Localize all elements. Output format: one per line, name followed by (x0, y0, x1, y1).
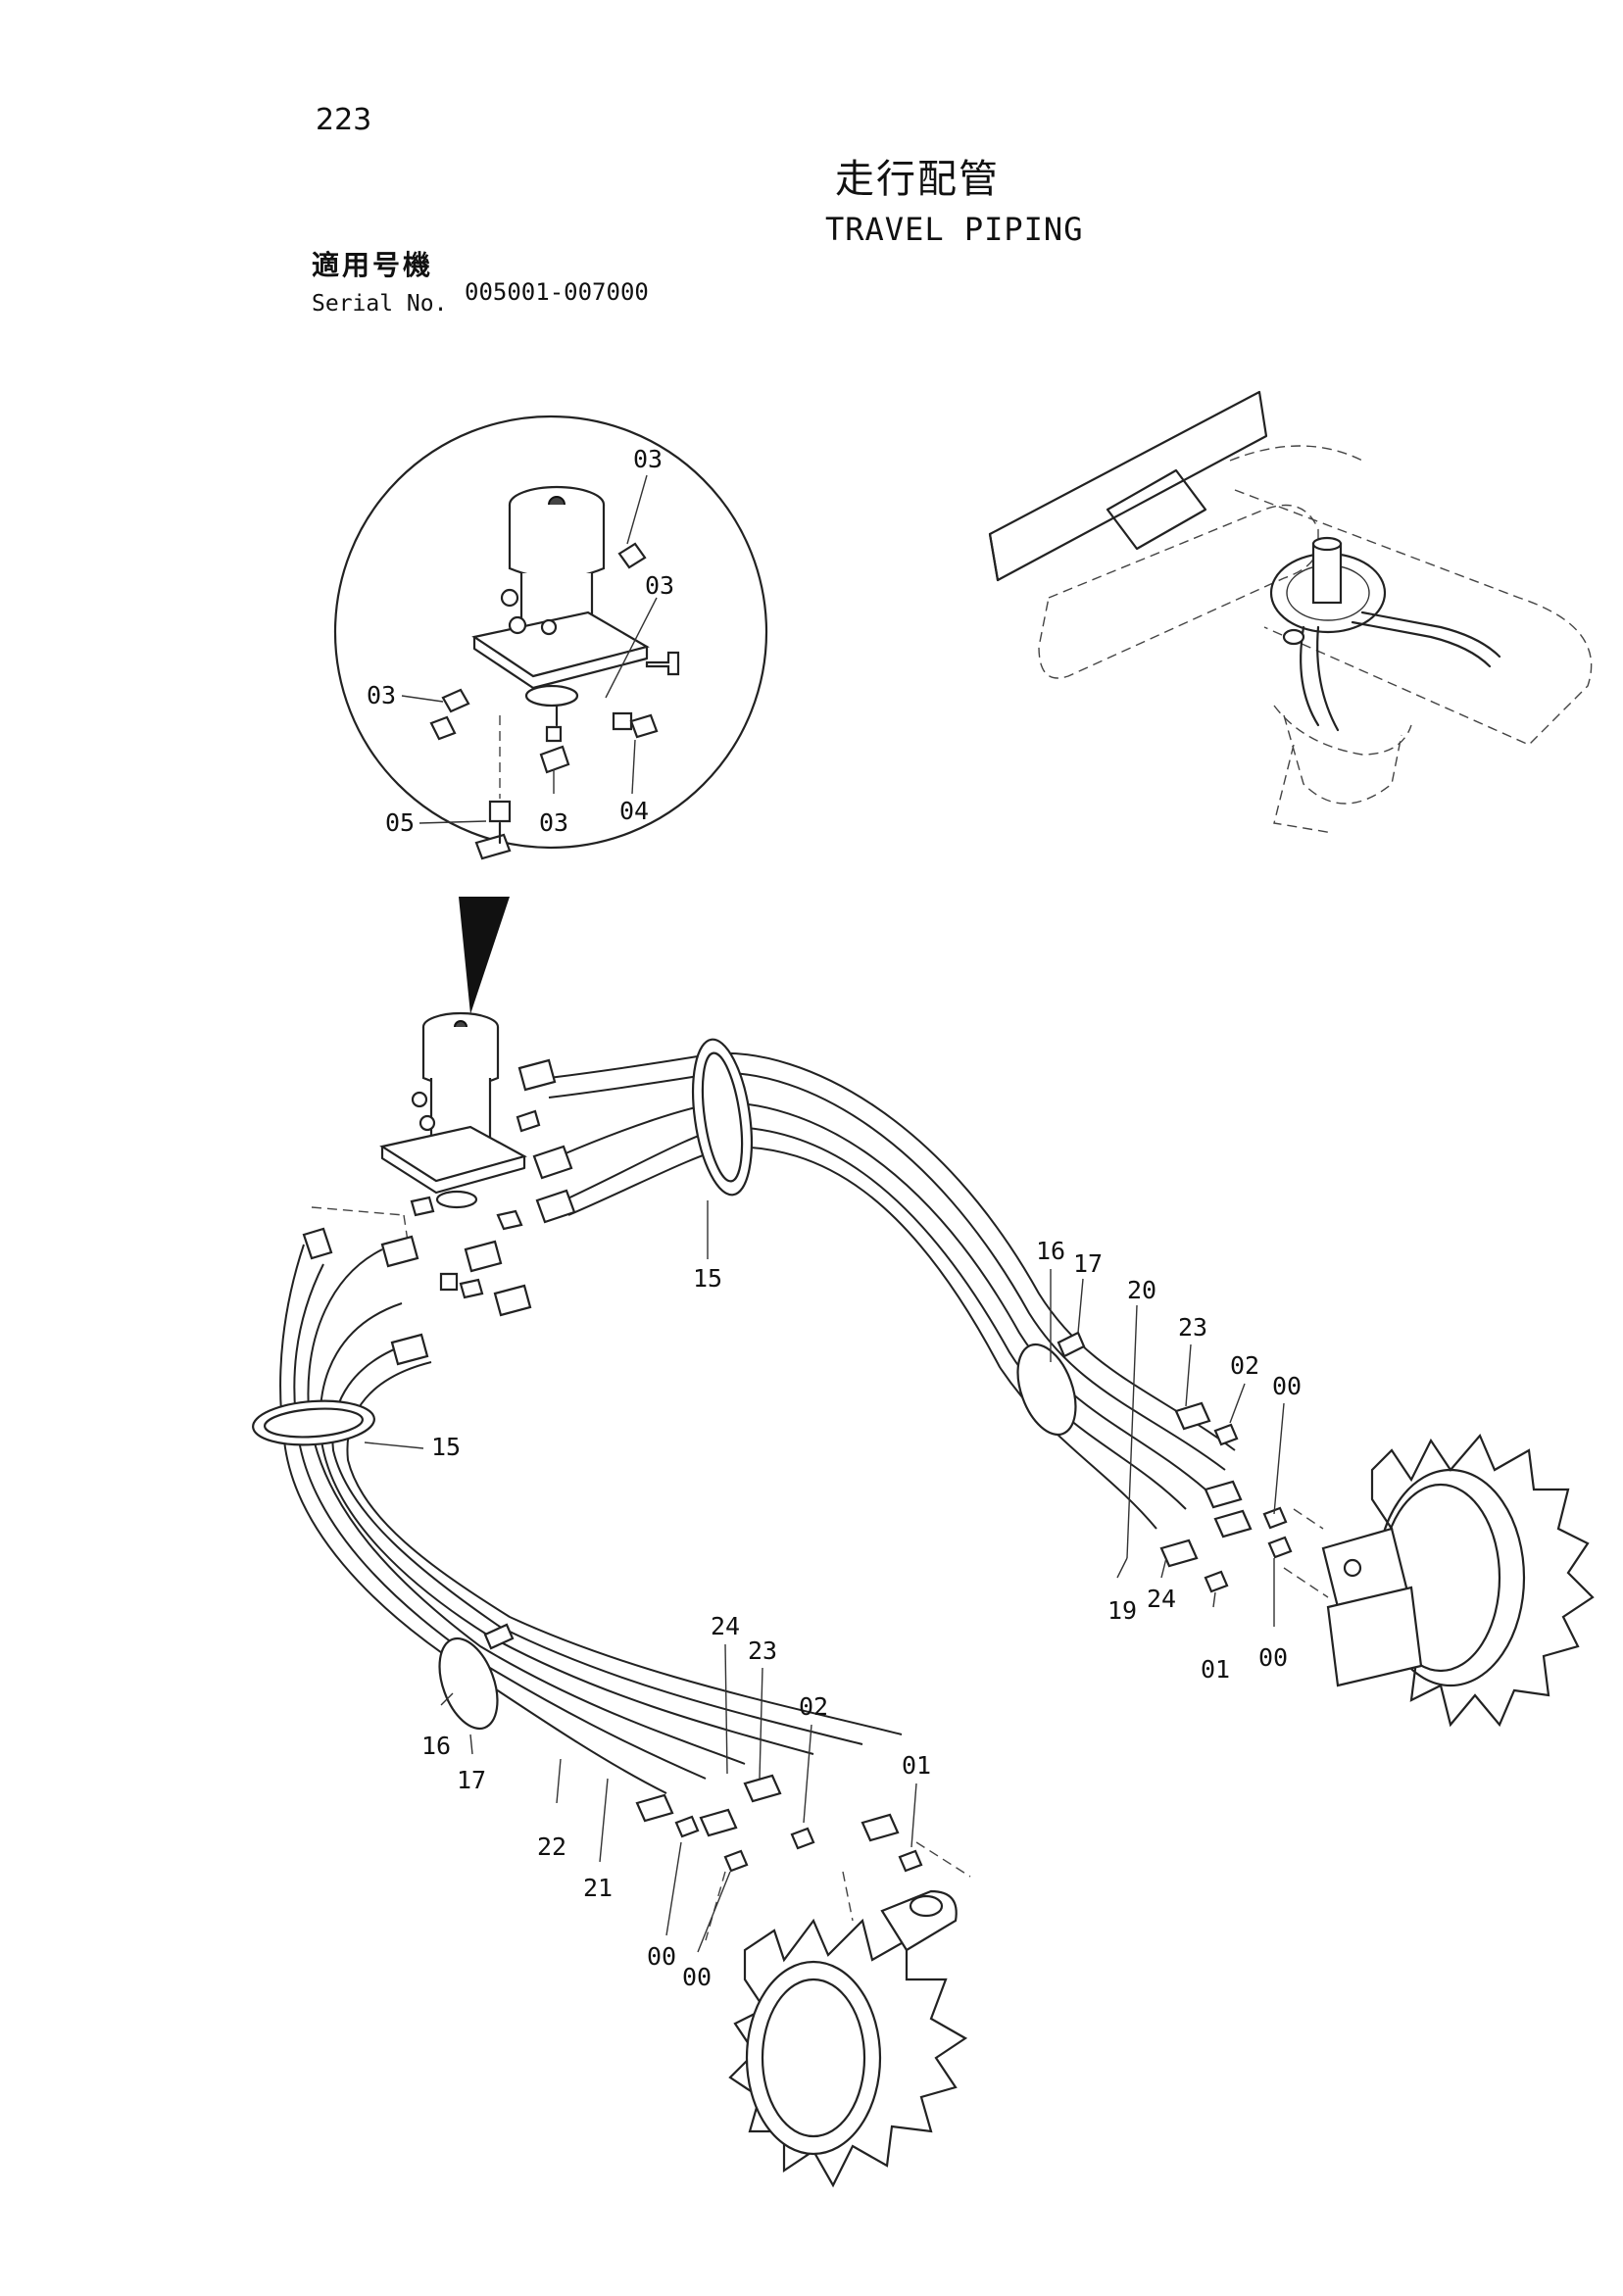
callout-01: 01 (1201, 1655, 1230, 1684)
callout-17: 17 (1073, 1249, 1103, 1278)
callout-15: 15 (693, 1264, 722, 1293)
callout-16: 16 (421, 1732, 451, 1760)
detail-fittings (429, 542, 680, 860)
swivel-joint (379, 1011, 527, 1209)
serial-label: Serial No. (312, 291, 448, 317)
left-motor-fittings (635, 1774, 923, 1873)
callout-00: 00 (1258, 1643, 1288, 1672)
callout-02: 02 (1230, 1351, 1259, 1380)
callout-15: 15 (431, 1433, 461, 1461)
hose-clamp (438, 1331, 1086, 1731)
callout-03: 03 (539, 808, 568, 837)
callout-23: 23 (1178, 1313, 1207, 1342)
callout-21: 21 (583, 1874, 613, 1902)
callout-01: 01 (902, 1751, 931, 1780)
detail-leader-lines (401, 474, 658, 824)
swivel-fittings (311, 1109, 541, 1299)
serial-number-range: 005001-007000 (465, 278, 649, 306)
callout-16: 16 (1036, 1237, 1065, 1265)
right-motor-fittings (1159, 1401, 1293, 1593)
callout-03: 03 (633, 445, 663, 473)
right-travel-motor (1283, 1433, 1595, 1728)
machine-overview-sketch (988, 390, 1593, 834)
page-title-japanese: 走行配管 (835, 157, 1000, 202)
hose-end-fittings (302, 1058, 576, 1366)
callout-23: 23 (748, 1637, 777, 1665)
detail-pointer (459, 897, 510, 1014)
hose-band (252, 1038, 753, 1446)
callout-19: 19 (1107, 1596, 1137, 1625)
detail-circle (333, 415, 768, 850)
callout-22: 22 (537, 1832, 566, 1861)
callout-03: 03 (367, 681, 396, 709)
callout-24: 24 (1147, 1585, 1176, 1613)
swivel-joint-detail-view: 03 03 03 03 04 05 (333, 415, 768, 1014)
page-title: TRAVEL PIPING (825, 211, 1084, 248)
swivel-joint-detail (471, 485, 650, 708)
callout-05: 05 (385, 808, 415, 837)
callout-02: 02 (799, 1692, 828, 1721)
callout-00: 00 (682, 1963, 712, 1991)
callout-17: 17 (457, 1766, 486, 1794)
callout-00: 00 (1272, 1372, 1302, 1400)
main-leader-lines (364, 1200, 1285, 1953)
callout-04: 04 (619, 797, 649, 825)
page-number: 223 (316, 103, 372, 137)
left-travel-motor (705, 1841, 971, 2188)
callout-03: 03 (645, 571, 674, 600)
callout-24: 24 (711, 1612, 740, 1640)
serial-label-japanese: 適用号機 (312, 249, 434, 281)
callout-20: 20 (1127, 1276, 1156, 1304)
callout-00: 00 (647, 1942, 676, 1971)
